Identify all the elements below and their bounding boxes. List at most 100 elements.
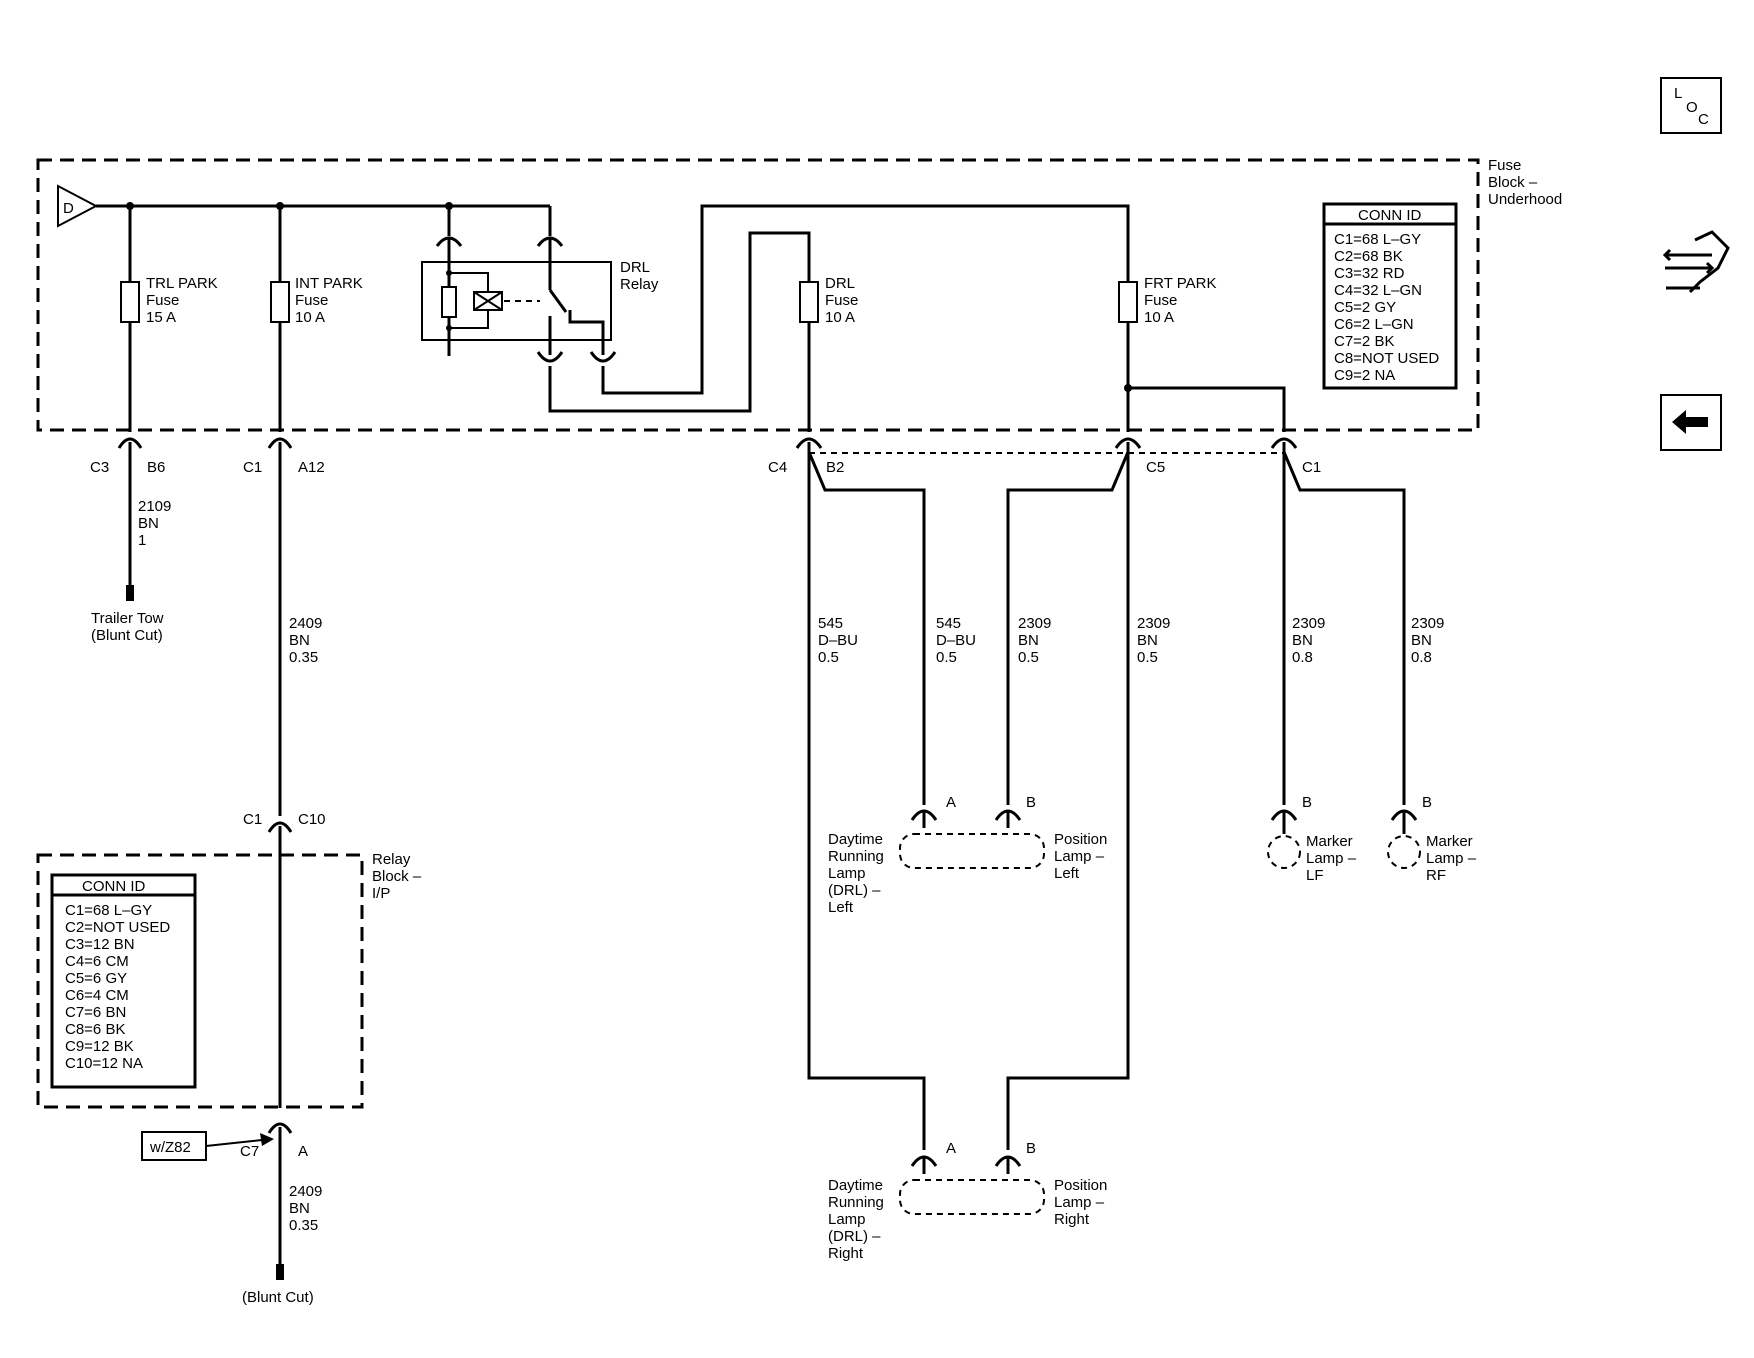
source-label: D [63, 200, 74, 217]
fuse-label: Fuse [146, 292, 179, 309]
wire-label: BN [1292, 632, 1313, 649]
marker-lamp-lf-icon [1267, 809, 1301, 869]
conn-id-row: C2=68 BK [1334, 248, 1403, 265]
fuse-block-conn-id-table: CONN ID C1=68 L–GY C2=68 BK C3=32 RD C4=… [1322, 202, 1458, 390]
relay-block-title: I/P [372, 885, 390, 902]
pin-label: A [298, 1143, 308, 1160]
lamp-label: RF [1426, 867, 1446, 884]
fuse-label: 10 A [295, 309, 325, 326]
conn-id-row: C7=2 BK [1334, 333, 1394, 350]
conn-id-row: C9=12 BK [65, 1038, 134, 1055]
connector-pin-icon[interactable] [1662, 230, 1730, 294]
conn-id-row: C9=2 NA [1334, 367, 1395, 384]
conn-id-row: C3=12 BN [65, 936, 135, 953]
conn-id-row: C3=32 RD [1334, 265, 1405, 282]
wire-label: 0.5 [1018, 649, 1039, 666]
trl-park-fuse [120, 281, 140, 323]
fuse-label: INT PARK [295, 275, 363, 292]
fuse-label: FRT PARK [1144, 275, 1217, 292]
conn-id-row: C1=68 L–GY [65, 902, 152, 919]
back-button[interactable] [1660, 394, 1722, 451]
conn-id-row: C4=32 L–GN [1334, 282, 1422, 299]
conn-id-row: C6=2 L–GN [1334, 316, 1414, 333]
conn-id-row: C4=6 CM [65, 953, 129, 970]
lamp-label: (DRL) – [828, 882, 881, 899]
wire-label: 2409 [289, 615, 322, 632]
wire-label: 1 [138, 532, 146, 549]
connector-label: C7 [240, 1143, 259, 1160]
fuse-label: Fuse [1144, 292, 1177, 309]
relay-block-ip-boundary [36, 853, 364, 1109]
option-label: w/Z82 [149, 1139, 191, 1156]
wire-label: 0.5 [818, 649, 839, 666]
int-park-fuse [270, 281, 290, 323]
pin-label: B [1302, 794, 1312, 811]
lamp-left-connector [899, 809, 1045, 869]
fuse-label: Fuse [295, 292, 328, 309]
loc-letter-l: L [1674, 85, 1682, 102]
fuse-block-title-1: Fuse [1488, 157, 1521, 174]
lamp-label: Lamp – [1054, 1194, 1105, 1211]
conn-id-row: C1=68 L–GY [1334, 231, 1421, 248]
wire [601, 204, 1130, 432]
lamp-label: Daytime [828, 1177, 883, 1194]
wire-label: 2309 [1137, 615, 1170, 632]
connector-label: C1 [243, 811, 262, 828]
fuse-block-title-2: Block – [1488, 174, 1538, 191]
connector-c3-b6 [117, 437, 143, 601]
blunt-cut-label: (Blunt Cut) [242, 1289, 314, 1306]
pin-label: C10 [298, 811, 326, 828]
relay-block-title: Relay [372, 851, 411, 868]
wire-label: BN [289, 1200, 310, 1217]
lamp-label: Position [1054, 831, 1107, 848]
wire [548, 231, 811, 432]
loc-button[interactable]: L O C [1660, 77, 1722, 134]
loc-letter-c: C [1698, 111, 1709, 128]
conn-id-row: C5=6 GY [65, 970, 127, 987]
wire-label: 2309 [1292, 615, 1325, 632]
connector-label: C5 [1146, 459, 1165, 476]
drl-fuse [799, 281, 819, 323]
loc-letter-o: O [1686, 99, 1698, 116]
conn-id-row: C8=NOT USED [1334, 350, 1439, 367]
wire-label: 545 [818, 615, 843, 632]
arrow-icon [260, 1133, 274, 1146]
conn-id-row: C6=4 CM [65, 987, 129, 1004]
conn-id-header: CONN ID [1358, 207, 1422, 224]
marker-lamp-rf-icon [1387, 809, 1421, 869]
fuse-label: DRL [825, 275, 855, 292]
conn-id-row: C2=NOT USED [65, 919, 170, 936]
frt-park-fuse [1118, 281, 1138, 323]
trailer-tow-label: (Blunt Cut) [91, 627, 163, 644]
connector-label: C3 [90, 459, 109, 476]
connector-c1-c10 [267, 821, 293, 1108]
fuse-label: TRL PARK [146, 275, 218, 292]
fuse-label: 15 A [146, 309, 176, 326]
conn-id-row: C8=6 BK [65, 1021, 125, 1038]
wire-label: BN [1411, 632, 1432, 649]
connector-label: C1 [243, 459, 262, 476]
lamp-right-connector [899, 1155, 1045, 1215]
lamp-label: Left [828, 899, 854, 916]
wire-label: D–BU [818, 632, 858, 649]
conn-id-row: C7=6 BN [65, 1004, 126, 1021]
pin-label: B [1422, 794, 1432, 811]
conn-id-header: CONN ID [82, 878, 146, 895]
lamp-label: Running [828, 1194, 884, 1211]
power-source-d: D [57, 184, 99, 228]
lamp-label: Lamp [828, 1211, 866, 1228]
lamp-label: (DRL) – [828, 1228, 881, 1245]
wire-label: BN [1137, 632, 1158, 649]
lamp-label: Marker [1426, 833, 1473, 850]
lamp-label: Daytime [828, 831, 883, 848]
connector-c5 [1006, 437, 1142, 1150]
lamp-label: Right [828, 1245, 864, 1262]
wire-label: 545 [936, 615, 961, 632]
lamp-label: Right [1054, 1211, 1090, 1228]
relay-block-conn-id-table: CONN ID C1=68 L–GY C2=NOT USED C3=12 BN … [50, 873, 197, 1089]
wire-label: 2409 [289, 1183, 322, 1200]
conn-id-row: C5=2 GY [1334, 299, 1396, 316]
drl-relay [421, 206, 617, 363]
relay-label: DRL [620, 259, 650, 276]
